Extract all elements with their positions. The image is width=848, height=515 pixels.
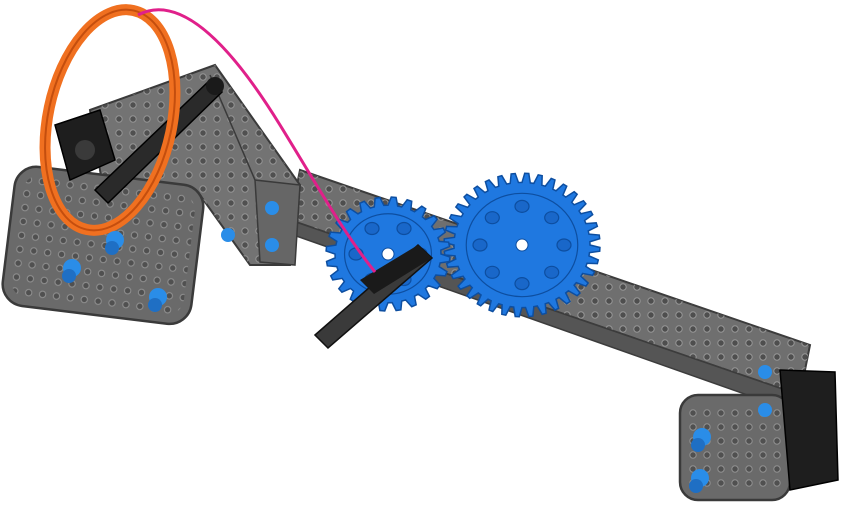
pin — [758, 403, 772, 417]
gear-hole — [515, 200, 529, 212]
gear-center-hole — [516, 239, 528, 251]
gear-hole — [545, 212, 559, 224]
gear-hole — [545, 266, 559, 278]
gear-hole — [485, 266, 499, 278]
gear-hole — [365, 223, 379, 235]
pin — [265, 238, 279, 252]
pin — [221, 228, 235, 242]
gear-hole — [473, 239, 487, 251]
pin — [265, 201, 279, 215]
gear-hole — [557, 239, 571, 251]
large-gear — [444, 173, 600, 316]
gear-hole — [485, 212, 499, 224]
gear-hole — [515, 278, 529, 290]
gear-center-hole — [382, 248, 394, 260]
gear-hole — [397, 223, 411, 235]
pin — [758, 365, 772, 379]
